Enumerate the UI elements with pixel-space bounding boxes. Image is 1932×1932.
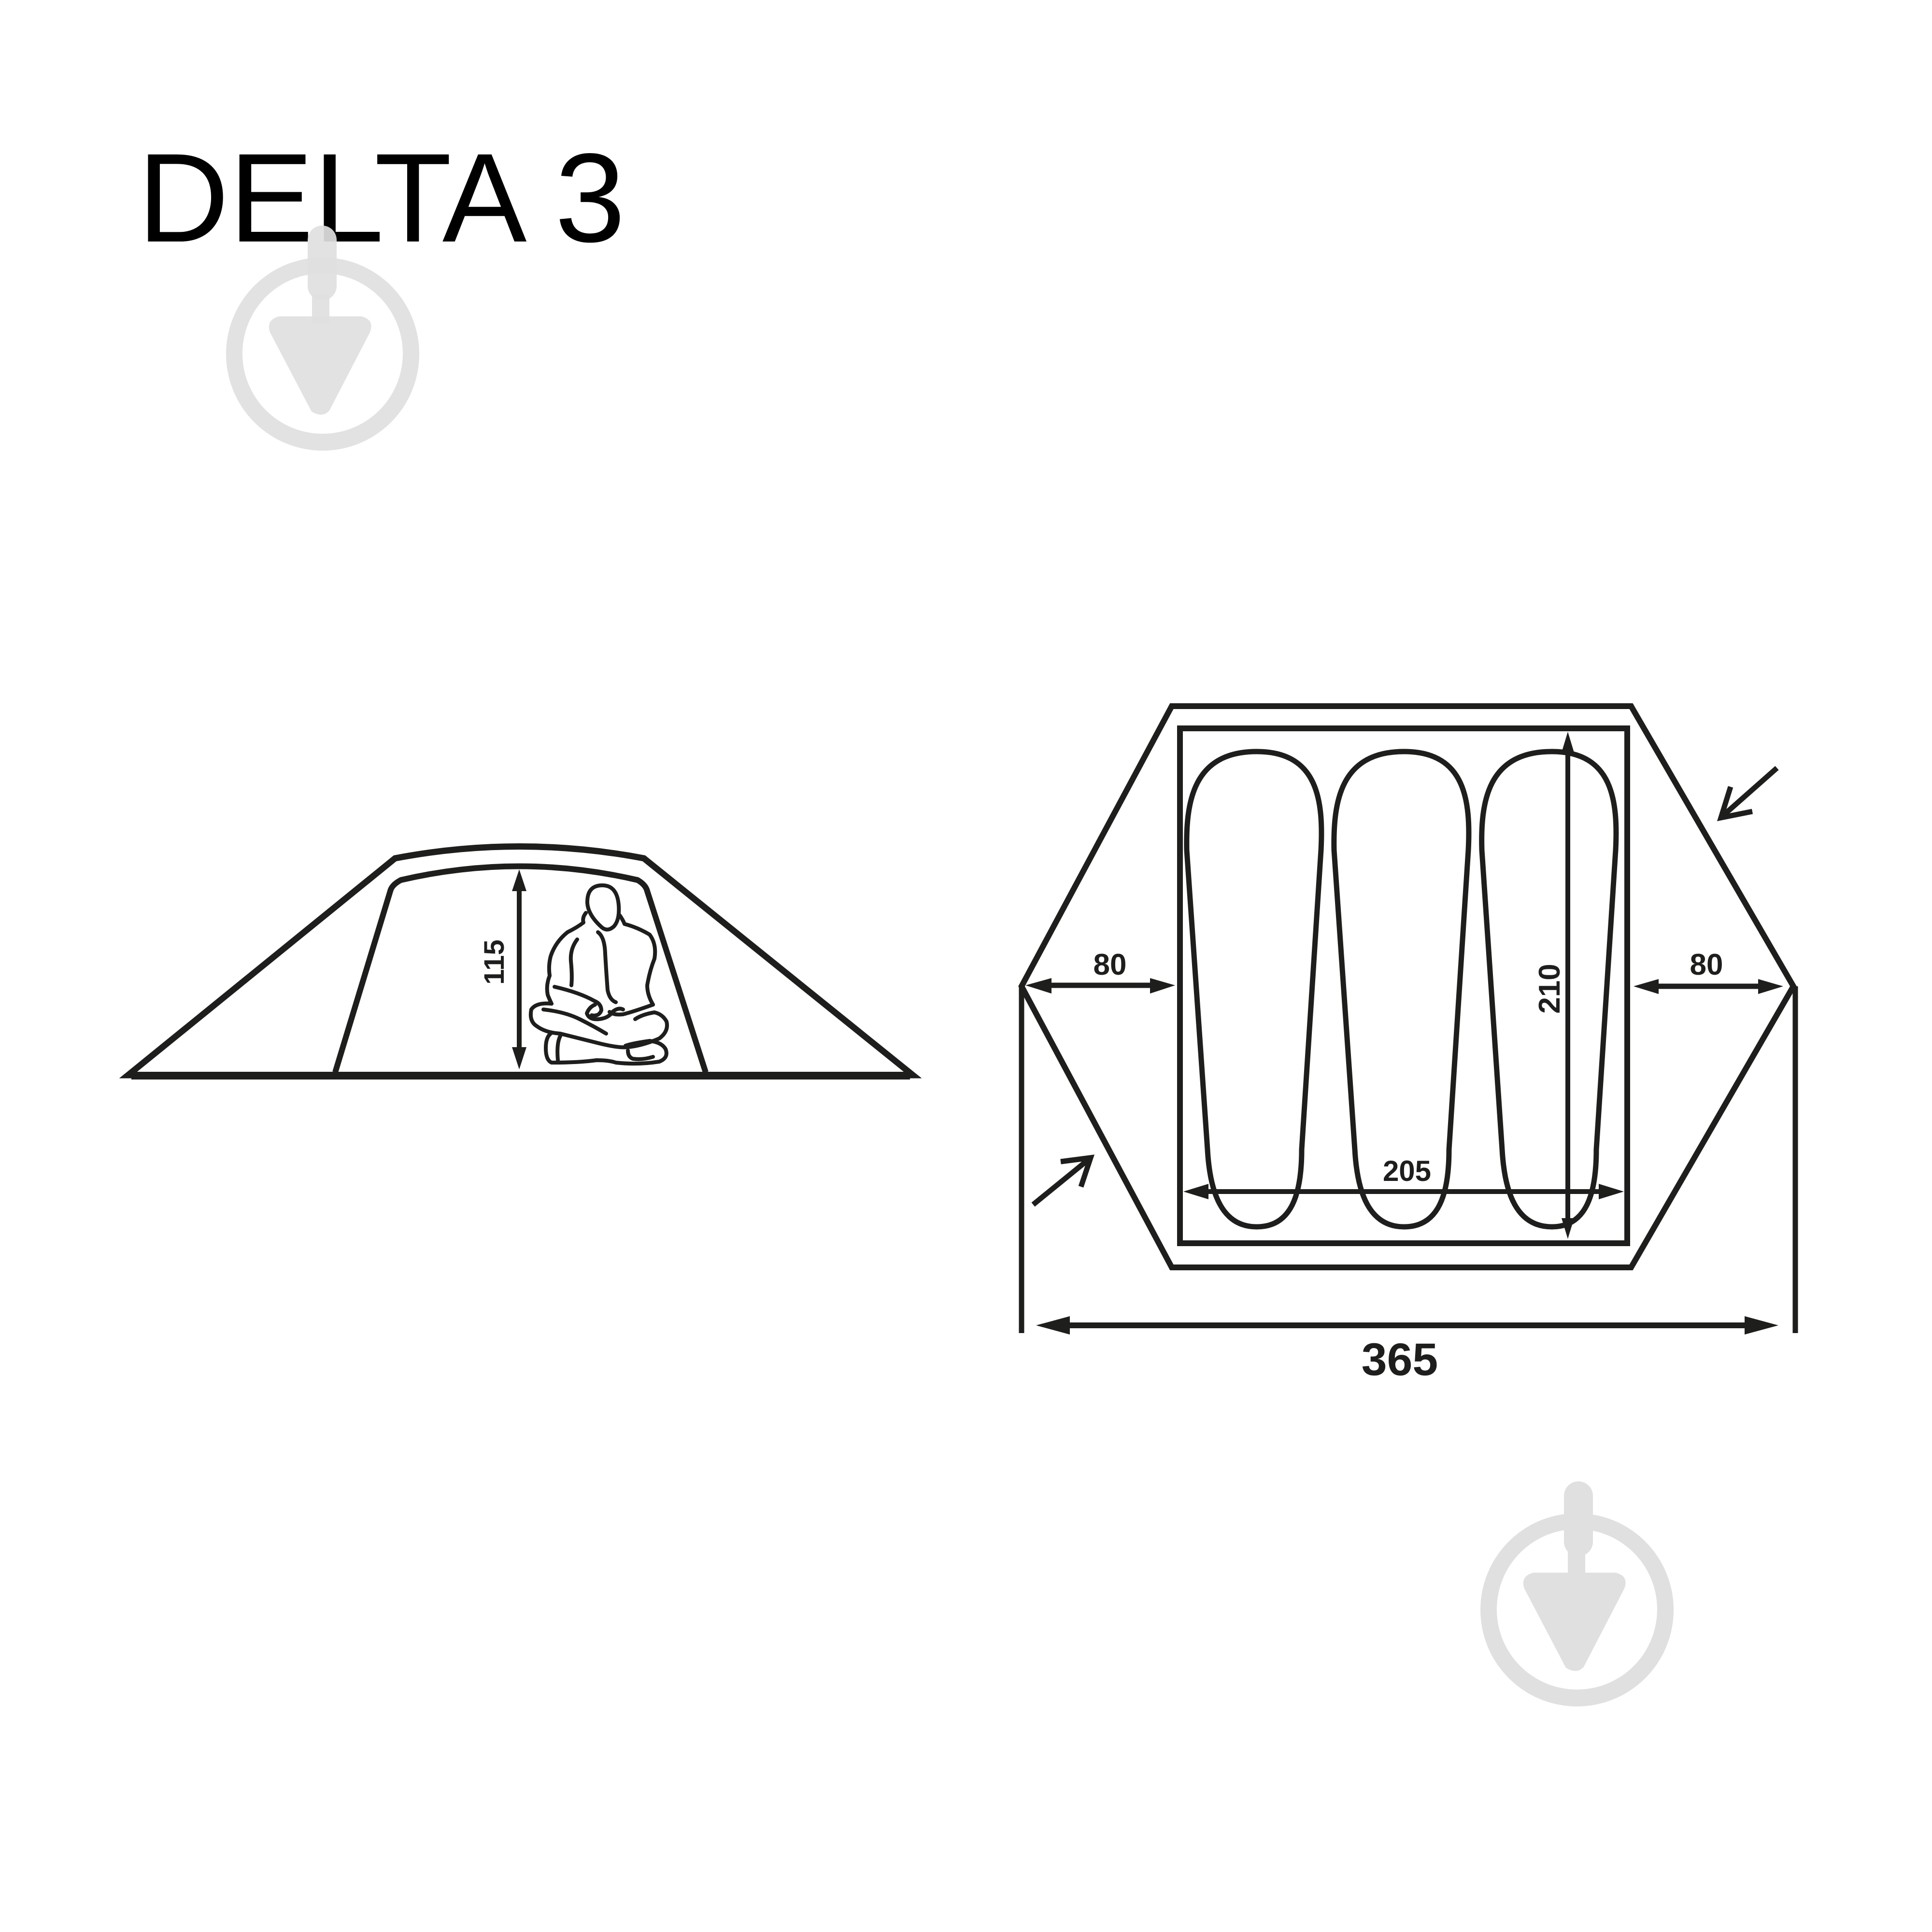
inner-width-label: 205: [1383, 1155, 1431, 1187]
entrance-arrow-icon: [1717, 766, 1779, 822]
vestibule-left-label: 80: [1094, 948, 1127, 981]
inner-tent-footprint: [1177, 725, 1630, 1246]
outer-fly-outline: [119, 843, 922, 1079]
entrance-arrow-icon: [1031, 1154, 1094, 1207]
length-arrow-icon: [1562, 732, 1574, 1239]
person-sitting-icon: [528, 883, 669, 1066]
download-watermark-icon: [226, 226, 420, 451]
total-length-arrow-icon: [1036, 1316, 1778, 1335]
height-label: 115: [479, 939, 510, 985]
vestibule-left-arrow-icon: [1025, 978, 1175, 994]
vestibule-right-arrow-icon: [1634, 979, 1783, 994]
total-length-label: 365: [1362, 1334, 1438, 1385]
sleeping-bag-icon: [1184, 749, 1619, 1230]
height-arrow-icon: [512, 869, 526, 1069]
download-watermark-icon: [1480, 1481, 1674, 1706]
side-view: 115: [119, 843, 922, 1080]
product-title: DELTA 3: [138, 127, 625, 269]
width-arrow-icon: [1183, 1184, 1624, 1199]
inner-tent-outline: [332, 863, 709, 1073]
vestibule-right-label: 80: [1690, 948, 1723, 981]
inner-length-label: 210: [1533, 964, 1566, 1013]
plan-view: 210 205 80 80 365: [1018, 703, 1798, 1385]
